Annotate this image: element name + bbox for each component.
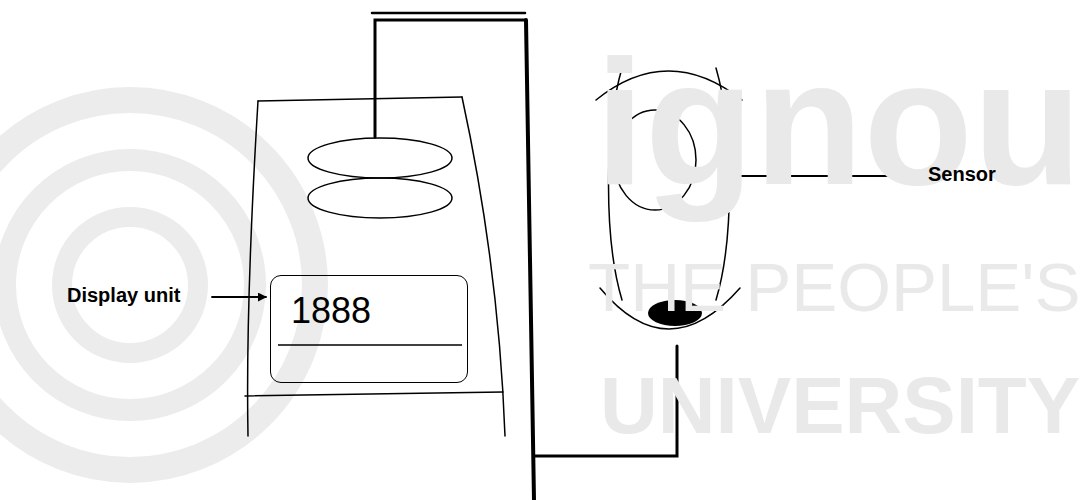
cable xyxy=(375,20,525,137)
cable-top xyxy=(372,12,525,15)
watermark-text: ignou xyxy=(595,20,1082,226)
housing-left xyxy=(248,101,258,436)
housing-right xyxy=(462,97,505,436)
watermark-text: UNIVERSITY xyxy=(600,360,1080,452)
display-digits: 1888 xyxy=(271,276,467,331)
button-lower xyxy=(308,178,452,218)
housing-divider xyxy=(245,392,503,396)
screen-line xyxy=(278,344,462,345)
button-upper xyxy=(308,138,452,178)
stand-rod xyxy=(526,20,534,500)
housing-top xyxy=(258,97,462,101)
part-label: Sensor xyxy=(928,163,996,186)
watermark-text: THE PEOPLE'S xyxy=(588,248,1081,327)
watermark-logo xyxy=(0,100,315,470)
display-screen: 1888 xyxy=(270,275,468,383)
leader-arrow xyxy=(212,296,266,298)
part-label: Display unit xyxy=(67,284,180,307)
